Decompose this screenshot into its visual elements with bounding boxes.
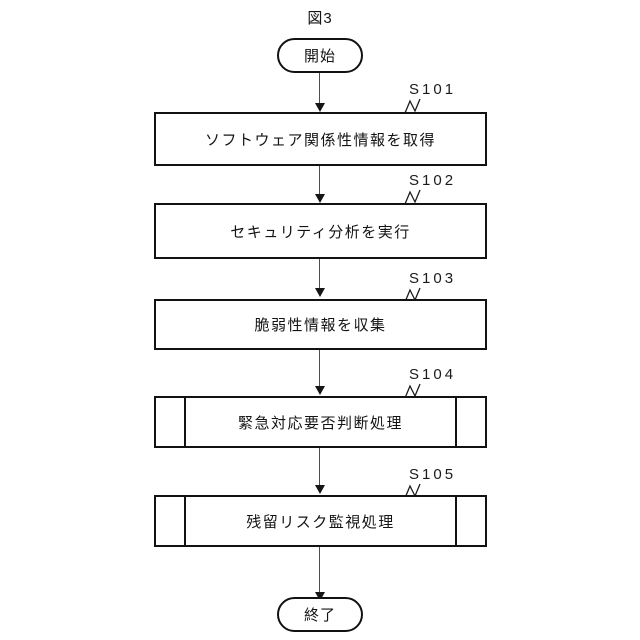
predefined-left-bar-s104	[184, 398, 186, 446]
leader-squiggle-s104	[404, 383, 428, 399]
predefined-right-bar-s104	[455, 398, 457, 446]
connector-start-to-s101	[319, 73, 320, 105]
predefined-right-bar-s105	[455, 497, 457, 545]
start-terminator-label: 開始	[303, 48, 336, 65]
process-box-s102-label: セキュリティ分析を実行	[230, 223, 411, 241]
step-label-s105: S105	[409, 466, 457, 483]
connector-s101-to-s102	[319, 166, 320, 197]
predefined-process-box-s104-label: 緊急対応要否判断処理	[237, 414, 403, 432]
process-box-s102: セキュリティ分析を実行	[154, 203, 487, 259]
leader-squiggle-s103	[404, 287, 428, 303]
arrowhead-start-to-s101	[315, 103, 325, 112]
end-terminator: 終了	[277, 597, 363, 632]
connector-s103-to-s104	[319, 350, 320, 388]
arrowhead-s104-to-s105	[315, 485, 325, 494]
process-box-s103: 脆弱性情報を収集	[154, 299, 487, 350]
step-label-s103: S103	[409, 270, 457, 287]
arrowhead-s105-to-end	[315, 592, 325, 601]
leader-squiggle-s102	[404, 189, 428, 205]
predefined-left-bar-s105	[184, 497, 186, 545]
arrowhead-s102-to-s103	[315, 288, 325, 297]
predefined-process-box-s105-label: 残留リスク監視処理	[246, 513, 395, 531]
connector-s104-to-s105	[319, 448, 320, 487]
step-label-s102: S102	[409, 172, 457, 189]
predefined-process-box-s104: 緊急対応要否判断処理	[154, 396, 487, 448]
process-box-s101-label: ソフトウェア関係性情報を取得	[204, 131, 436, 149]
process-box-s103-label: 脆弱性情報を収集	[254, 317, 387, 334]
leader-squiggle-s105	[404, 483, 428, 499]
leader-squiggle-s101	[404, 98, 428, 114]
connector-s105-to-end	[319, 547, 320, 595]
process-box-s101: ソフトウェア関係性情報を取得	[154, 112, 487, 166]
connector-s102-to-s103	[319, 259, 320, 291]
step-label-s104: S104	[409, 366, 457, 383]
predefined-process-box-s105: 残留リスク監視処理	[154, 495, 487, 547]
end-terminator-label: 終了	[303, 607, 336, 624]
start-terminator: 開始	[277, 38, 363, 73]
step-label-s101: S101	[409, 81, 457, 98]
figure-title: 図3	[307, 10, 333, 27]
arrowhead-s101-to-s102	[315, 194, 325, 203]
arrowhead-s103-to-s104	[315, 386, 325, 395]
